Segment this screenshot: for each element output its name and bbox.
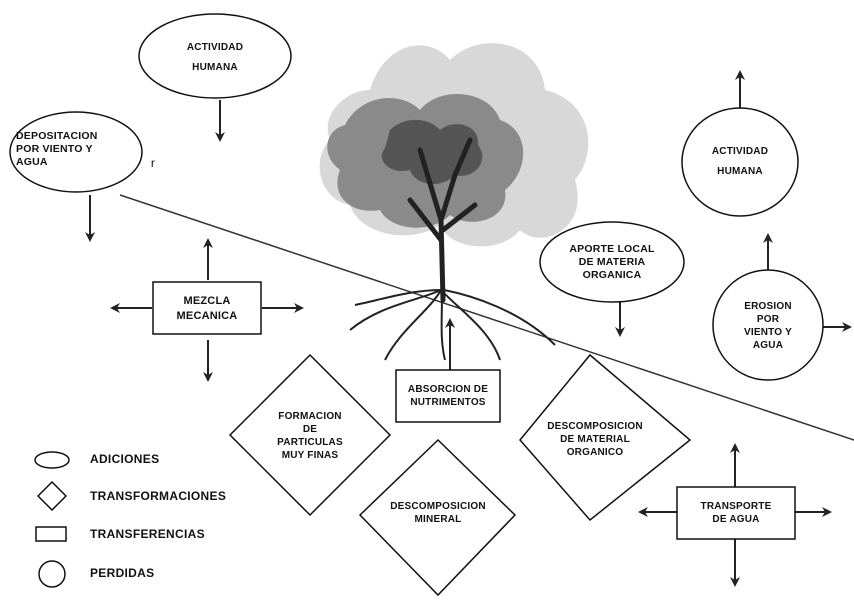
stray-mark: r (150, 156, 156, 170)
label-depositacion: DEPOSITACION POR VIENTO Y AGUA (16, 130, 98, 168)
label-mezcla-mecanica: MEZCLA MECANICA (176, 295, 238, 322)
node-erosion (712, 269, 824, 381)
label-erosion: EROSION POR VIENTO Y AGUA (744, 301, 792, 351)
legend-rect-icon (35, 526, 67, 542)
label-actividad-humana-top: ACTIVIDAD HUMANA (186, 42, 244, 73)
legend-label-perdidas: PERDIDAS (90, 566, 155, 580)
legend-label-transformaciones: TRANSFORMACIONES (90, 489, 227, 503)
legend-label-adiciones: ADICIONES (90, 452, 160, 466)
label-descomposicion-organico: DESCOMPOSICION DE MATERIAL ORGANICO (547, 421, 643, 458)
arrows (85, 70, 852, 587)
node-descomposicion-organico (519, 353, 692, 522)
node-absorcion (395, 369, 501, 423)
label-absorcion: ABSORCION DE NUTRIMENTOS (407, 384, 489, 408)
legend-circle-icon (38, 560, 66, 588)
node-depositacion (9, 111, 143, 193)
node-actividad-humana-top (138, 13, 292, 99)
node-transporte-agua (676, 486, 796, 540)
node-mezcla-mecanica (152, 281, 262, 335)
legend-ellipse-icon (34, 451, 70, 469)
legend-shapes (34, 451, 70, 588)
label-actividad-humana-right: ACTIVIDAD HUMANA (711, 146, 769, 177)
legend-label-transferencias: TRANSFERENCIAS (90, 527, 205, 541)
tree-illustration (319, 43, 589, 361)
label-formacion-particulas: FORMACION DE PARTICULAS MUY FINAS (277, 411, 343, 461)
node-formacion-particulas (228, 353, 392, 517)
soil-surface-line (119, 194, 854, 441)
label-descomposicion-mineral: DESCOMPOSICION MINERAL (390, 501, 486, 525)
node-actividad-humana-right (681, 107, 799, 217)
node-descomposicion-mineral (358, 438, 517, 597)
label-transporte-agua: TRANSPORTE DE AGUA (700, 501, 772, 525)
node-aporte-local (539, 221, 685, 303)
label-aporte-local: APORTE LOCAL DE MATERIA ORGANICA (569, 243, 655, 281)
legend-diamond-icon (36, 480, 68, 512)
